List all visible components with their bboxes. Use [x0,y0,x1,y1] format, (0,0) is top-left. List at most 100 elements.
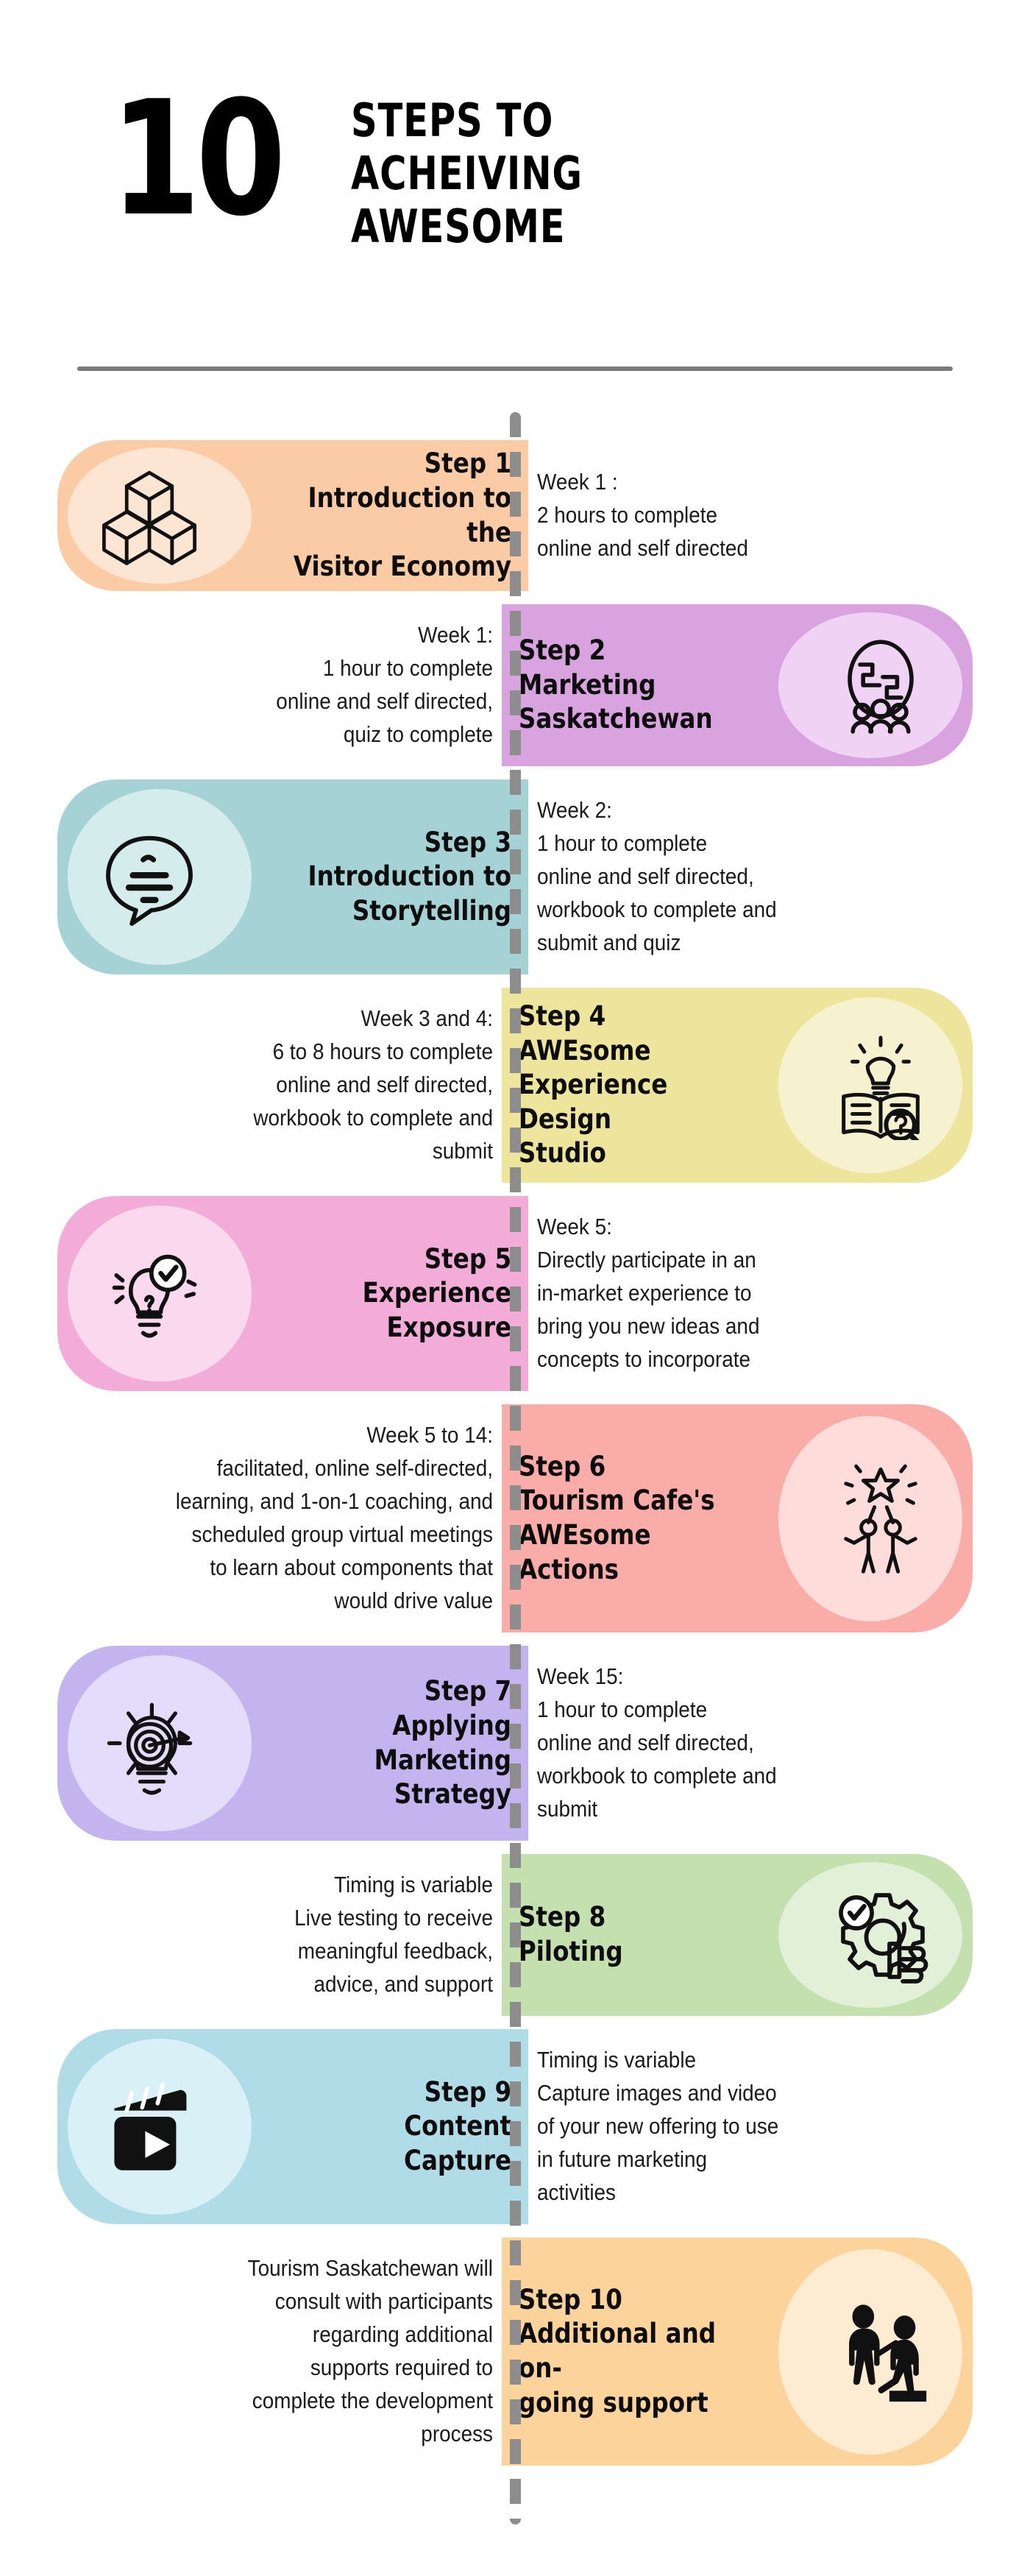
header: 10 STEPS TO ACHEIVING AWESOME [0,0,1030,375]
step-number-label: Step 8 [518,1901,606,1933]
speech-bubble-icon [57,826,241,929]
note-line: online and self directed, [276,1072,493,1098]
note-line: 1 hour to complete [322,655,493,682]
icon-backdrop [778,997,962,1173]
note-line: workbook to complete and [253,1104,493,1130]
timeline-dashed-line [510,412,521,2524]
step-title-line: Applying Marketing [374,1709,512,1776]
note-line: concepts to incorporate [537,1345,751,1372]
note-line: regarding additional [312,2321,493,2348]
note-line: in-market experience to [537,1280,752,1306]
note-line: meaningful feedback, [297,1938,493,1964]
note-line: scheduled group virtual meetings [191,1521,493,1547]
note-line: 6 to 8 hours to complete [272,1038,493,1065]
note-line: 1 hour to complete [537,830,708,857]
note-line: Timing is variable [333,1872,493,1898]
step-number-label: Step 2 [518,634,606,667]
header-inner: 10 STEPS TO ACHEIVING AWESOME [110,66,641,253]
note-line: activities [537,2179,616,2205]
note-line: complete the development [252,2387,493,2413]
step-title-line: Experience Design [518,1069,668,1135]
title-line-1: STEPS TO [351,93,554,147]
step-title-line: Strategy [394,1778,512,1811]
step-title-line: Tourism Cafe's [518,1485,715,1517]
lightbulb-check-icon [57,1242,241,1345]
note-line: supports required to [310,2354,493,2380]
step-title-line: AWEsome [518,1034,651,1066]
step-title-line: Piloting [518,1936,623,1967]
note-line: submit [432,1137,493,1164]
note-line: Week 2: [537,797,612,824]
note-line: 1 hour to complete [537,1696,708,1723]
step-number-label: Step 9 [424,2076,512,2108]
step-title-line: Saskatchewan [518,703,713,735]
note-line: workbook to complete and [537,896,777,922]
step-title-line: Introduction to [308,860,512,893]
note-line: would drive value [334,1587,493,1613]
note-line: consult with participants [274,2288,493,2315]
step-number-label: Step 7 [424,1675,512,1708]
title-line-3: AWESOME [351,199,566,253]
note-line: Week 15: [537,1663,624,1690]
icon-backdrop [68,1206,252,1381]
note-line: bring you new ideas and [537,1312,760,1339]
globe-people-icon [789,634,973,737]
note-line: Week 5 to 14: [366,1422,493,1448]
note-line: advice, and support [313,1970,493,1997]
note-line: online and self directed, [276,688,493,714]
step-title-line: Introduction to the [308,481,512,548]
header-divider [77,367,953,371]
note-line: Week 3 and 4: [360,1005,493,1032]
big-number-10: 10 [110,66,286,251]
note-line: Directly participate in an [537,1247,756,1273]
note-line: process [421,2420,493,2446]
note-line: Capture images and video [537,2080,777,2106]
step-note-5: Week 5: Directly participate in an in-mark… [537,1196,908,1391]
step-note-6: Week 5 to 14:facilitated, online self-di… [135,1404,493,1632]
note-line: submit and quiz [537,929,681,955]
step-number-label: Step 3 [424,826,512,858]
step-number-label: Step 5 [424,1242,512,1275]
lightbulb-book-icon [789,1031,973,1140]
note-line: submit [537,1795,598,1822]
step-title-line: Exposure [386,1311,512,1343]
highfive-star-icon [789,1463,973,1574]
step-title-line: AWEsome Actions [518,1519,651,1585]
step-title-line: Storytelling [352,894,512,927]
icon-backdrop [778,1862,962,2008]
step-note-4: Week 3 and 4: 6 to 8 hours to complete onl… [135,988,493,1183]
page-title: STEPS TO ACHEIVING AWESOME [351,94,583,253]
note-line: Week 5: [537,1214,612,1240]
step-title-line: Additional and on- [518,2318,717,2384]
step-title-line: Visitor Economy [293,551,512,583]
note-line: quiz to complete [343,721,493,747]
step-title-line: Content Capture [404,2110,512,2176]
note-line: Timing is variable [537,2047,697,2073]
step-title-line: Experience [362,1277,512,1309]
